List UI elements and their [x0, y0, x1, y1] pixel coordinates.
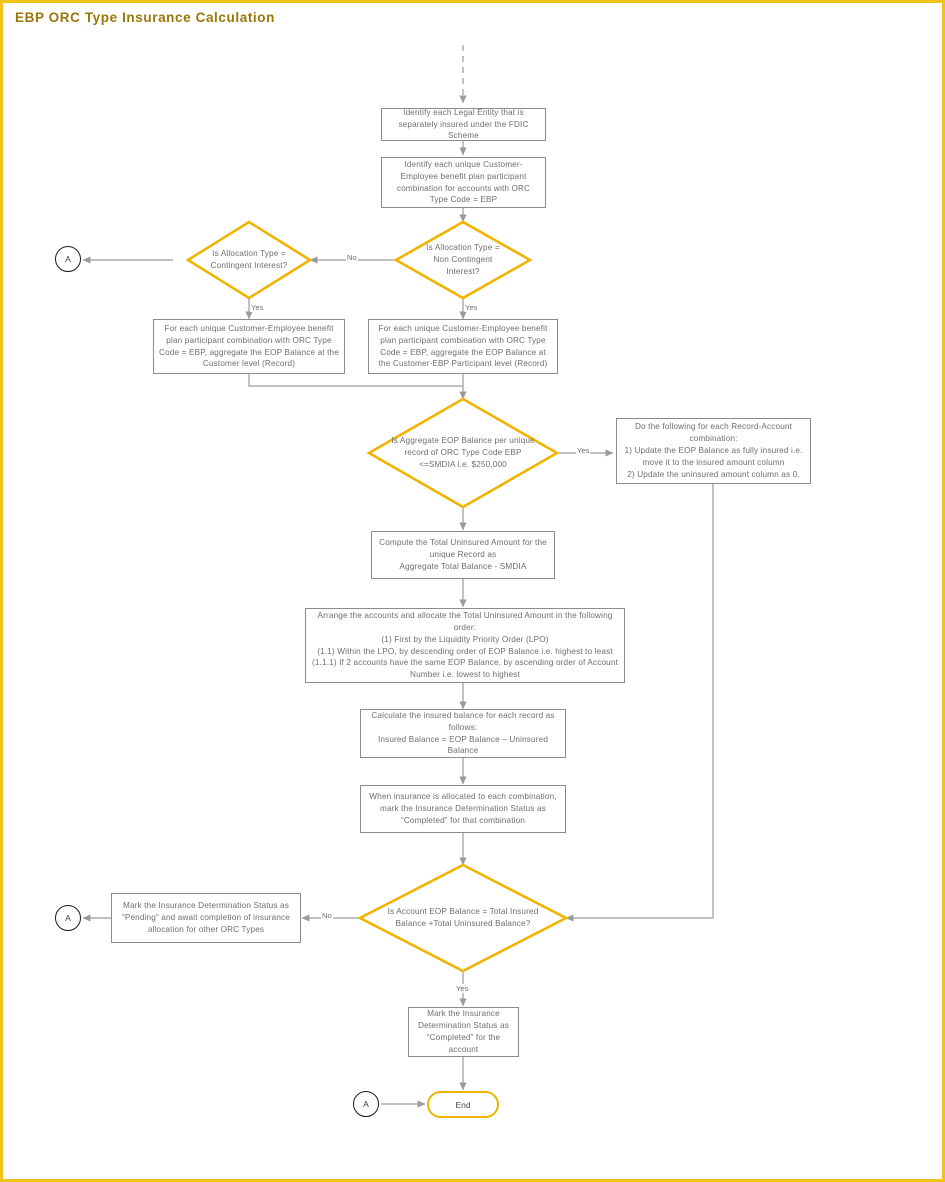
- connector-layer: [82, 45, 714, 1108]
- process-arrange-and-allocate[interactable]: Arrange the accounts and allocate the To…: [305, 608, 625, 683]
- edge-label-yes-smdia: Yes: [576, 446, 591, 455]
- end-terminator[interactable]: End: [427, 1091, 499, 1118]
- process-calculate-insured-balance-label: Calculate the insured balance for each r…: [371, 710, 555, 756]
- process-mark-pending[interactable]: Mark the Insurance Determination Status …: [111, 893, 301, 943]
- decision-allocation-type-contingent-label: Is Allocation Type = Contingent Interest…: [210, 249, 288, 270]
- process-mark-completed-combination[interactable]: When insurance is allocated to each comb…: [360, 785, 566, 833]
- connector-a-mid[interactable]: A: [55, 905, 81, 931]
- process-fully-insured-actions[interactable]: Do the following for each Record-Account…: [616, 418, 811, 484]
- connector-a-top[interactable]: A: [55, 246, 81, 272]
- edge-label-no-between-diamonds: No: [346, 253, 358, 262]
- process-identify-unique-combination-label: Identify each unique Customer-Employee b…: [396, 159, 531, 205]
- process-compute-uninsured-amount-label: Compute the Total Uninsured Amount for t…: [379, 538, 547, 571]
- process-identify-unique-combination[interactable]: Identify each unique Customer-Employee b…: [381, 157, 546, 208]
- connector-a-bottom[interactable]: A: [353, 1091, 379, 1117]
- edge-label-yes-balance-check: Yes: [455, 984, 470, 993]
- process-aggregate-participant-level[interactable]: For each unique Customer-Employee benefi…: [368, 319, 558, 374]
- decision-allocation-type-non-contingent-label: Is Allocation Type = Non Contingent Inte…: [426, 243, 500, 276]
- process-fully-insured-actions-label: Do the following for each Record-Account…: [624, 422, 803, 479]
- process-mark-completed-account-label: Mark the Insurance Determination Status …: [418, 1009, 509, 1054]
- process-mark-completed-account[interactable]: Mark the Insurance Determination Status …: [408, 1007, 519, 1057]
- page-title: EBP ORC Type Insurance Calculation: [15, 10, 275, 25]
- decision-aggregate-eop-vs-smdia[interactable]: Is Aggregate EOP Balance per unique reco…: [369, 399, 557, 507]
- process-arrange-and-allocate-label: Arrange the accounts and allocate the To…: [311, 610, 619, 680]
- process-aggregate-customer-level[interactable]: For each unique Customer-Employee benefi…: [153, 319, 345, 374]
- process-aggregate-participant-level-label: For each unique Customer-Employee benefi…: [378, 323, 548, 369]
- process-mark-completed-combination-label: When insurance is allocated to each comb…: [369, 792, 557, 825]
- process-calculate-insured-balance[interactable]: Calculate the insured balance for each r…: [360, 709, 566, 758]
- decision-account-balance-check-label: Is Account EOP Balance = Total Insured B…: [387, 907, 539, 928]
- connector-a-top-label: A: [65, 254, 71, 264]
- process-aggregate-customer-level-label: For each unique Customer-Employee benefi…: [159, 323, 339, 369]
- end-terminator-label: End: [455, 1099, 471, 1110]
- process-compute-uninsured-amount[interactable]: Compute the Total Uninsured Amount for t…: [371, 531, 555, 579]
- decision-allocation-type-non-contingent[interactable]: Is Allocation Type = Non Contingent Inte…: [396, 222, 530, 298]
- decision-account-balance-check[interactable]: Is Account EOP Balance = Total Insured B…: [360, 865, 566, 971]
- decision-aggregate-eop-vs-smdia-label: Is Aggregate EOP Balance per unique reco…: [391, 436, 535, 469]
- process-identify-legal-entity-label: Identify each Legal Entity that is separ…: [398, 107, 529, 141]
- edge-label-no-balance-check: No: [321, 911, 333, 920]
- connector-a-mid-label: A: [65, 913, 71, 923]
- decision-allocation-type-contingent[interactable]: Is Allocation Type = Contingent Interest…: [188, 222, 310, 298]
- edge-label-yes-non-contingent: Yes: [464, 303, 479, 312]
- process-mark-pending-label: Mark the Insurance Determination Status …: [121, 901, 291, 934]
- process-identify-legal-entity[interactable]: Identify each Legal Entity that is separ…: [381, 108, 546, 141]
- connector-a-bottom-label: A: [363, 1099, 369, 1109]
- edge-label-yes-contingent: Yes: [250, 303, 265, 312]
